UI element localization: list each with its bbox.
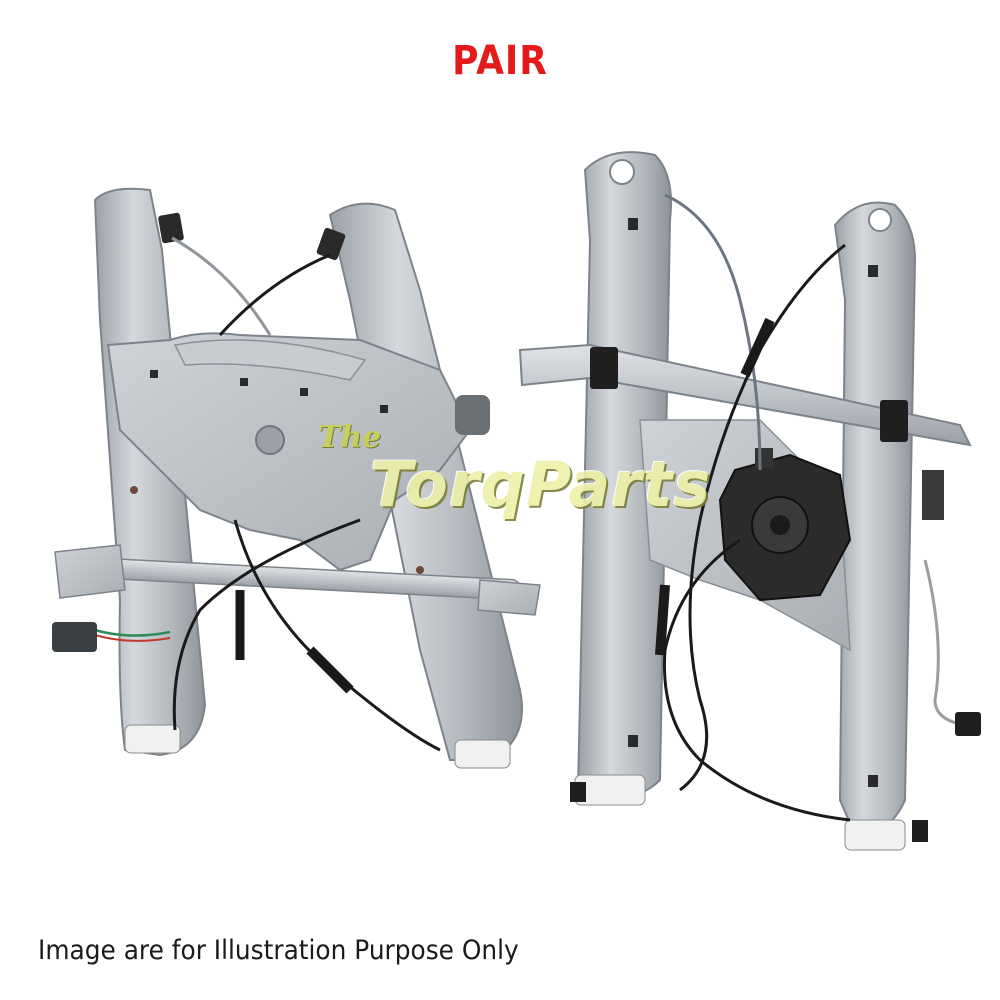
watermark-logo: The TorqParts xyxy=(310,418,740,528)
motor xyxy=(718,448,852,602)
page-title: PAIR xyxy=(452,38,548,84)
left-window-regulator xyxy=(52,187,541,769)
watermark-prefix: The xyxy=(318,420,382,455)
illustration-caption: Image are for Illustration Purpose Only xyxy=(38,935,519,966)
right-window-regulator xyxy=(518,151,981,851)
watermark-brand: TorqParts xyxy=(370,448,712,521)
